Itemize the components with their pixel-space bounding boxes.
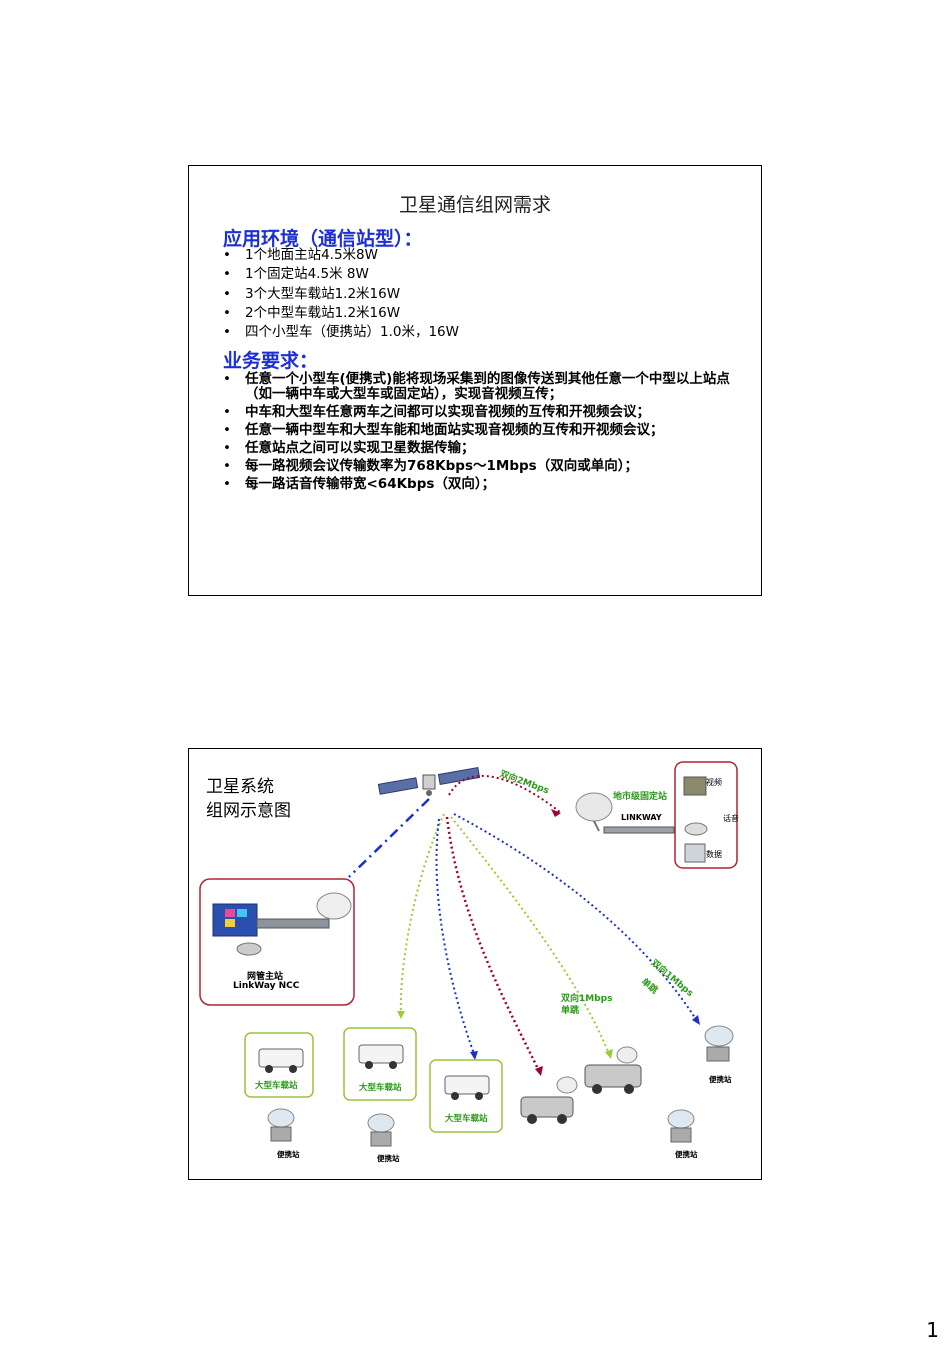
portable-dish-icon <box>267 1108 295 1142</box>
list-item: 任意站点之间可以实现卫星数据传输； <box>223 441 743 457</box>
portable-dish-icon <box>704 1025 734 1062</box>
computer-icon <box>684 843 706 863</box>
link-portable <box>453 813 698 1022</box>
link-vehicle-1 <box>399 813 445 1015</box>
phone-icon <box>684 822 708 836</box>
fixed-station-label: 地市级固定站 <box>613 792 668 802</box>
portable-dish-icon <box>367 1113 395 1147</box>
list-item: 每一路视频会议传输数率为768Kbps～1Mbps（双向或单向）； <box>223 459 743 475</box>
slide-requirements: 卫星通信组网需求 应用环境（通信站型）： 1个地面主站4.5米8W 1个固定站4… <box>188 165 762 596</box>
portable-label: 便携站 <box>377 1154 400 1163</box>
device-video-label: 视频 <box>706 778 722 787</box>
ncc-uplink <box>348 798 430 878</box>
van-icon <box>444 1075 490 1100</box>
portable-label: 便携站 <box>277 1150 300 1159</box>
slide-title: 卫星通信组网需求 <box>398 194 551 216</box>
portable-dish-icon <box>667 1109 695 1143</box>
env-heading: 应用环境（通信站型）： <box>223 228 423 250</box>
ncc-label: 网管主站 <box>247 972 284 982</box>
ncc-box <box>199 878 355 1006</box>
vehicle-box-1 <box>244 1032 314 1098</box>
slide-network-diagram: 卫星系统 组网示意图 <box>188 748 762 1180</box>
van-icon <box>358 1044 404 1069</box>
device-voice-label: 话音 <box>723 814 739 823</box>
vehicle-box-3 <box>429 1059 503 1133</box>
vehicle-label: 大型车载站 <box>445 1114 488 1124</box>
slide-title: 卫星系统 组网示意图 <box>206 775 291 823</box>
list-item: 中车和大型车任意两车之间都可以实现音视频的互传和开视频会议； <box>223 405 743 421</box>
list-item: 3个大型车载站1.2米16W <box>223 285 459 304</box>
portable-label: 便携站 <box>709 1075 732 1084</box>
linkway-label: LINKWAY <box>621 813 662 822</box>
list-item: 四个小型车（便携站）1.0米，16W <box>223 323 459 342</box>
device-data-label: 数据 <box>706 850 722 859</box>
env-list: 1个地面主站4.5米8W 1个固定站4.5米 8W 3个大型车载站1.2米16W… <box>223 246 459 342</box>
biz-list: 任意一个小型车(便携式)能将现场采集到的图像传送到其他任意一个中型以上站点（如一… <box>223 372 743 495</box>
list-item: 任意一个小型车(便携式)能将现场采集到的图像传送到其他任意一个中型以上站点（如一… <box>223 372 743 402</box>
linkway-device-icon <box>603 826 675 834</box>
ncc-dish-icon <box>316 892 352 920</box>
link-mid-label: 单跳 <box>561 1006 580 1016</box>
page-number: 1 <box>926 1318 939 1342</box>
network-diagram <box>199 761 738 1147</box>
list-item: 1个固定站4.5米 8W <box>223 265 459 284</box>
list-item: 任意一辆中型车和大型车能和地面站实现音视频的互传和开视频会议； <box>223 423 743 439</box>
biz-heading: 业务要求： <box>223 350 319 372</box>
list-item: 每一路话音传输带宽<64Kbps（双向）； <box>223 477 743 493</box>
list-item: 2个中型车载站1.2米16W <box>223 304 459 323</box>
link-vehicle-3 <box>435 818 475 1055</box>
suv-icon <box>584 1046 642 1094</box>
vehicle-label: 大型车载站 <box>255 1081 298 1091</box>
vehicle-label: 大型车载站 <box>359 1083 402 1093</box>
vehicle-box-2 <box>343 1027 417 1101</box>
ncc-server-icon <box>256 918 330 929</box>
fixed-station-dish-icon <box>575 792 613 832</box>
title-line: 卫星系统 <box>206 777 274 797</box>
satellite-icon <box>377 767 481 796</box>
link-vehicle-4 <box>445 816 541 1072</box>
link-vehicle-5 <box>450 816 610 1055</box>
van-icon <box>258 1048 304 1073</box>
ncc-phone-icon <box>236 942 262 956</box>
suv-icon <box>520 1076 578 1124</box>
ncc-label: LinkWay NCC <box>233 981 300 991</box>
link-mid-label: 双向1Mbps <box>561 994 613 1004</box>
title-line: 组网示意图 <box>206 801 291 821</box>
video-camera-icon <box>683 776 707 796</box>
link-fixed-station <box>448 774 562 814</box>
device-box <box>674 761 738 869</box>
portable-label: 便携站 <box>675 1150 698 1159</box>
list-item: 1个地面主站4.5米8W <box>223 246 459 265</box>
